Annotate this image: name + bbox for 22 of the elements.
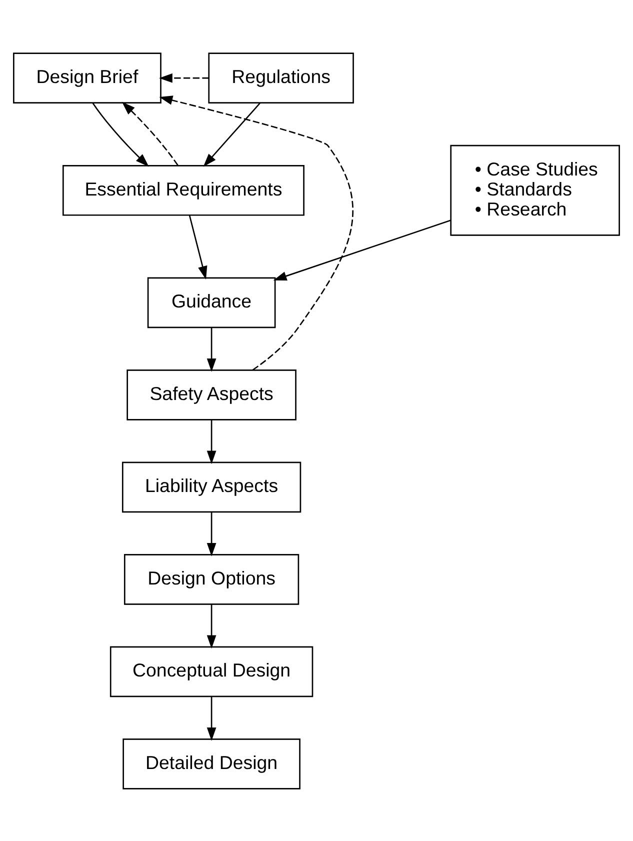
arrow [92,102,149,166]
arrow [206,327,216,372]
arrow [206,512,216,556]
arrow [188,214,208,280]
node-box: Design Options [124,554,300,604]
arrow [206,604,216,648]
arrow [122,101,178,166]
arrow [206,419,216,464]
node-box: Safety Aspects [126,369,296,420]
node-box: • Case Studies • Standards • Research [450,144,620,236]
node-box: Essential Requirements [62,164,304,216]
arrow [206,696,216,740]
node-box: Regulations [208,52,354,103]
arrow [159,95,354,370]
arrow [203,102,260,166]
node-box: Liability Aspects [122,461,302,512]
node-box: Design Brief [13,52,162,103]
node-box: Detailed Design [122,738,300,789]
arrow [159,72,209,82]
arrow [273,219,451,280]
node-box: Conceptual Design [110,646,314,697]
node-box: Guidance [147,276,276,328]
